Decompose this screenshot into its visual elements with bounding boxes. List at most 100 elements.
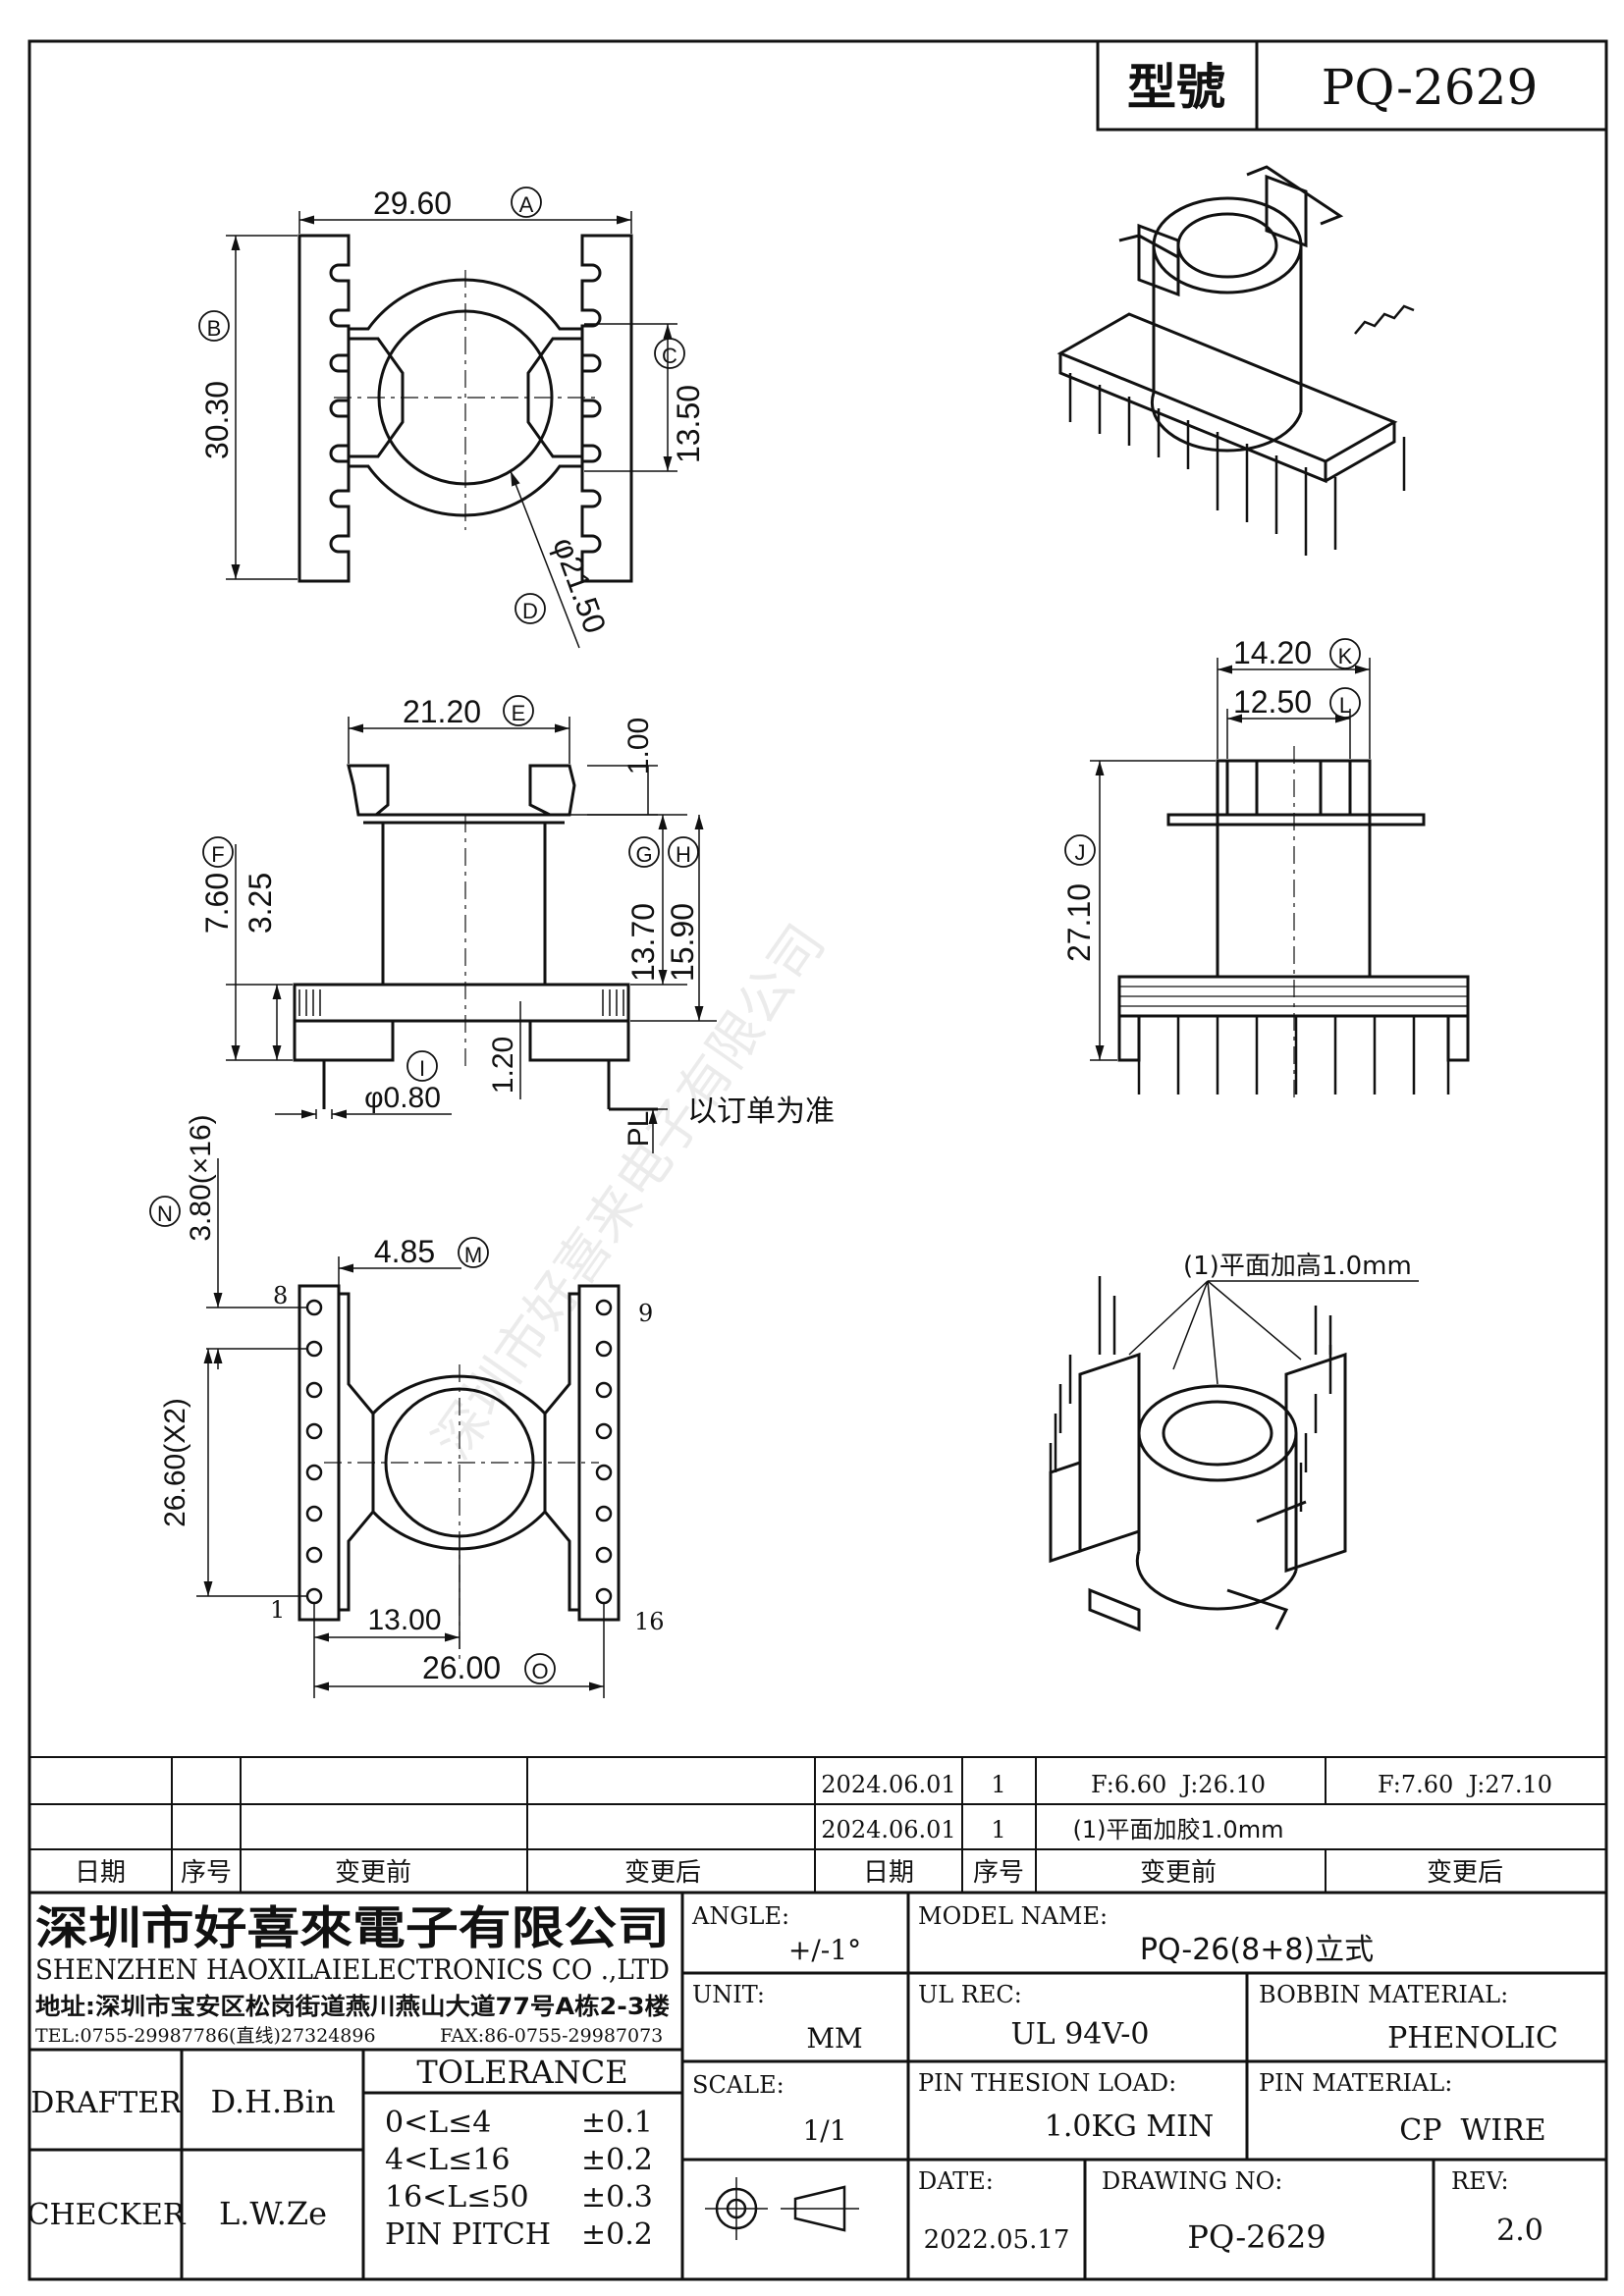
header-before: 变更前 xyxy=(335,1858,411,1888)
dim-k: 14.20 xyxy=(1233,635,1312,670)
dim-o-tag: O xyxy=(531,1659,548,1683)
tol-value-3: ±0.3 xyxy=(581,2180,653,2215)
dim-l-tag: L xyxy=(1339,693,1351,718)
change-seq2-2: 1 xyxy=(991,1816,1005,1843)
company-fax: FAX:86-0755-29987073 xyxy=(440,2025,663,2047)
dim-x2: 26.60(X2) xyxy=(159,1398,191,1527)
model-value: PQ-2629 xyxy=(1322,59,1539,116)
model-name-value: PQ-26(8+8)立式 xyxy=(1140,1933,1374,1967)
pin-material-value: CP WIRE xyxy=(1399,2113,1545,2148)
dim-j: 27.10 xyxy=(1061,883,1097,962)
date-label: DATE: xyxy=(918,2167,994,2195)
pin-load-value: 1.0KG MIN xyxy=(1045,2109,1214,2144)
dim-i2: 1.20 xyxy=(487,1037,519,1094)
title-block: 深圳市好喜來電子有限公司 SHENZHEN HAOXILAIELECTRONIC… xyxy=(27,1891,1606,2279)
dim-k-tag: K xyxy=(1338,644,1353,668)
header-after: 变更后 xyxy=(624,1858,701,1888)
note-raised: (1)平面加高1.0mm xyxy=(1183,1252,1412,1281)
bobbin-value: PHENOLIC xyxy=(1387,2021,1558,2056)
dim-b: 30.30 xyxy=(199,381,235,459)
drawing-no-label: DRAWING NO: xyxy=(1102,2167,1282,2195)
pin-9: 9 xyxy=(638,1300,653,1327)
tol-value-1: ±0.1 xyxy=(581,2106,653,2140)
model-label: 型號 xyxy=(1127,59,1225,116)
dim-e: 21.20 xyxy=(403,694,481,729)
dim-c: 13.50 xyxy=(671,385,706,463)
angle-value: +/-1° xyxy=(788,1934,861,1966)
change-after2-1: F:7.60 J:27.10 xyxy=(1378,1771,1552,1798)
drawing-no-value: PQ-2629 xyxy=(1187,2218,1326,2256)
dim-g-tag: G xyxy=(635,842,652,867)
dim-f-tag: F xyxy=(211,842,224,867)
projection-symbol-icon xyxy=(705,2177,859,2240)
side-view: 21.20 E 1.00 7.60 F 3.25 13.70 G 15.90 H xyxy=(199,694,835,1153)
pin-8: 8 xyxy=(273,1282,288,1309)
company-address: 地址:深圳市宝安区松岗街道燕川燕山大道77号A栋2-3楼 xyxy=(35,1993,670,2020)
company-name-en: SHENZHEN HAOXILAIELECTRONICS CO .,LTD xyxy=(35,1953,670,1986)
pin-material-label: PIN MATERIAL: xyxy=(1259,2069,1452,2097)
header-seq: 序号 xyxy=(181,1858,232,1888)
date-value: 2022.05.17 xyxy=(924,2225,1070,2255)
dim-pl: PL xyxy=(623,1111,655,1148)
dim-h-tag: H xyxy=(676,842,691,867)
dim-j-tag: J xyxy=(1075,840,1086,865)
isometric-view-top xyxy=(1056,165,1415,556)
pin-1: 1 xyxy=(270,1596,285,1624)
header-seq-2: 序号 xyxy=(973,1858,1024,1888)
dim-m-tag: M xyxy=(464,1243,482,1267)
dim-e-tag: E xyxy=(512,701,526,725)
pin-16: 16 xyxy=(634,1608,665,1635)
scale-value: 1/1 xyxy=(802,2114,846,2147)
dim-c-tag: C xyxy=(662,344,677,368)
angle-label: ANGLE: xyxy=(691,1902,789,1930)
tol-value-4: ±0.2 xyxy=(581,2217,653,2252)
ul-label: UL REC: xyxy=(918,1981,1022,2008)
dim-a-tag: A xyxy=(519,192,534,217)
checker-label: CHECKER xyxy=(27,2198,187,2232)
scale-label: SCALE: xyxy=(692,2071,785,2099)
model-header: 型號 PQ-2629 xyxy=(1096,39,1608,132)
change-log: 2024.06.01 1 F:6.60 J:26.10 F:7.60 J:27.… xyxy=(29,1756,1606,1894)
header-date: 日期 xyxy=(75,1858,126,1888)
dim-b-tag: B xyxy=(207,316,222,341)
company-name-cn: 深圳市好喜來電子有限公司 xyxy=(35,1901,670,1954)
dim-f2: 3.25 xyxy=(243,873,278,934)
dim-l: 12.50 xyxy=(1233,684,1312,720)
bottom-view: 8 9 1 16 3.80(×16) N 4.85 M 26.60(X2) 13… xyxy=(149,1114,665,1698)
top-view: 29.60 A 30.30 B 13.50 C φ21.50 D xyxy=(198,186,706,649)
isometric-view-bottom xyxy=(1049,1276,1347,1632)
sheet-border xyxy=(27,39,1608,2281)
dim-d: φ21.50 xyxy=(546,533,613,638)
tolerance-title: TOLERANCE xyxy=(416,2054,627,2091)
dim-m: 4.85 xyxy=(374,1234,435,1269)
dim-13: 13.00 xyxy=(367,1604,441,1636)
drafter-label: DRAFTER xyxy=(30,2086,183,2120)
header-before-2: 变更前 xyxy=(1140,1858,1217,1888)
pin-load-label: PIN THESION LOAD: xyxy=(918,2069,1176,2097)
dim-a: 29.60 xyxy=(373,186,452,221)
checker-value: L.W.Ze xyxy=(219,2195,327,2232)
dim-n-tag: N xyxy=(157,1201,173,1226)
tol-range-3: 16<L≤50 xyxy=(385,2180,529,2215)
change-seq2-1: 1 xyxy=(991,1771,1005,1798)
dim-f: 7.60 xyxy=(199,873,235,934)
rev-value: 2.0 xyxy=(1496,2214,1543,2248)
header-after-2: 变更后 xyxy=(1427,1858,1503,1888)
model-name-label: MODEL NAME: xyxy=(918,1902,1108,1930)
header-date-2: 日期 xyxy=(863,1858,914,1888)
change-date2-1: 2024.06.01 xyxy=(821,1771,955,1798)
tol-range-2: 4<L≤16 xyxy=(385,2143,510,2177)
pl-note: 以订单为准 xyxy=(687,1095,835,1129)
tol-value-2: ±0.2 xyxy=(581,2143,653,2177)
dim-h: 15.90 xyxy=(665,903,700,982)
ul-value: UL 94V-0 xyxy=(1010,2017,1149,2052)
dim-g: 13.70 xyxy=(625,903,661,982)
dim-e-top: 1.00 xyxy=(623,718,655,774)
change-before2-1: F:6.60 J:26.10 xyxy=(1091,1771,1266,1798)
bobbin-label: BOBBIN MATERIAL: xyxy=(1259,1981,1508,2008)
unit-value: MM xyxy=(806,2022,862,2055)
dim-i-tag: I xyxy=(419,1056,425,1081)
dim-i: φ0.80 xyxy=(364,1082,441,1114)
rev-label: REV: xyxy=(1451,2167,1509,2195)
